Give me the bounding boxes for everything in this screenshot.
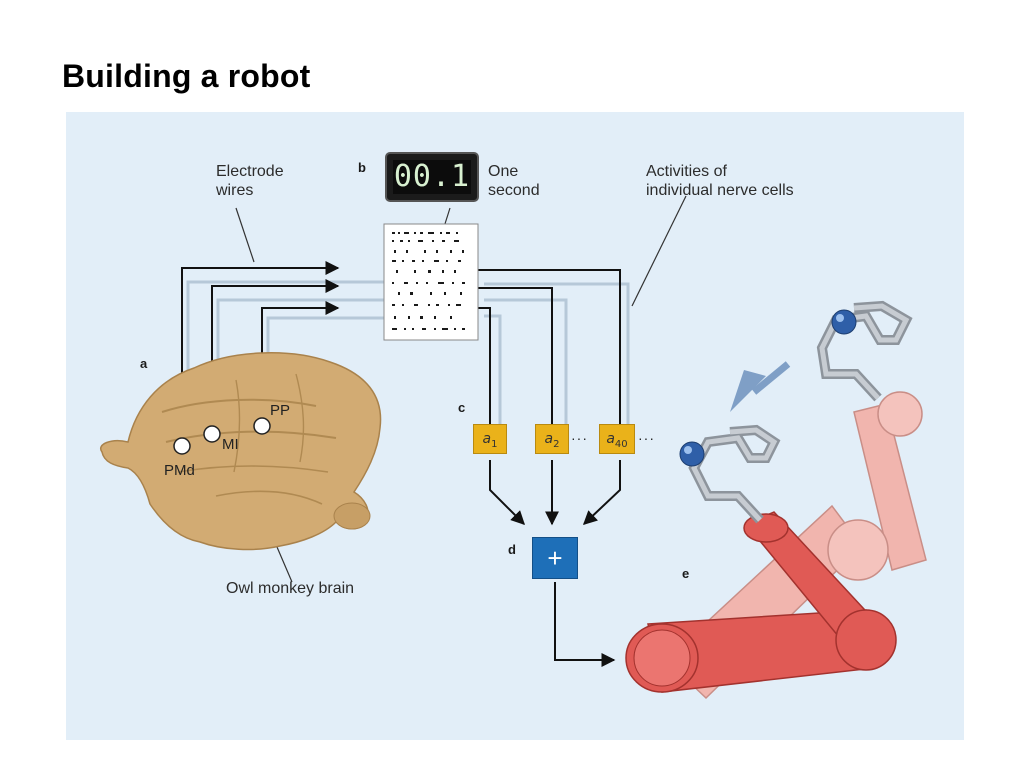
movement-arrow <box>730 361 791 412</box>
unit-box-a2: a2 <box>535 424 569 454</box>
electrode-wires-label: Electrode wires <box>216 163 284 199</box>
unit-ellipsis-end: ··· <box>638 430 655 446</box>
diagram-drawing <box>100 195 927 700</box>
panel-c-letter: c <box>458 400 466 415</box>
units-to-sum <box>489 460 621 526</box>
raster-to-units <box>478 269 621 430</box>
timer-box: 00.1 <box>385 152 479 202</box>
activities-label: Activities of individual nerve cells <box>646 163 794 199</box>
unit-box-a40: a40 <box>599 424 635 454</box>
sum-box: + <box>532 537 578 579</box>
timer-display: 00.1 <box>393 159 471 194</box>
panel-a-letter: a <box>140 356 148 371</box>
unit-box-a1: a1 <box>473 424 507 454</box>
brain-label: Owl monkey brain <box>226 580 355 597</box>
unit-ellipsis-middle: ··· <box>571 430 588 446</box>
region-pmd-label: PMd <box>164 462 195 479</box>
panel-e-letter: e <box>682 566 690 581</box>
electrode-tips <box>173 417 271 455</box>
sum-to-arm-arrow <box>554 582 616 667</box>
brain-illustration <box>100 352 382 551</box>
panel-b-letter: b <box>358 160 366 175</box>
region-mi-label: MI <box>222 436 239 453</box>
one-second-label: One second <box>488 163 540 199</box>
spike-raster <box>383 223 479 341</box>
panel-d-letter: d <box>508 542 516 557</box>
robot-arm-near <box>625 424 897 693</box>
slide-title: Building a robot <box>62 58 311 94</box>
region-pp-label: PP <box>270 402 291 419</box>
diagram-figure: Electrode wires b 00.1 One second Activi… <box>66 112 964 740</box>
